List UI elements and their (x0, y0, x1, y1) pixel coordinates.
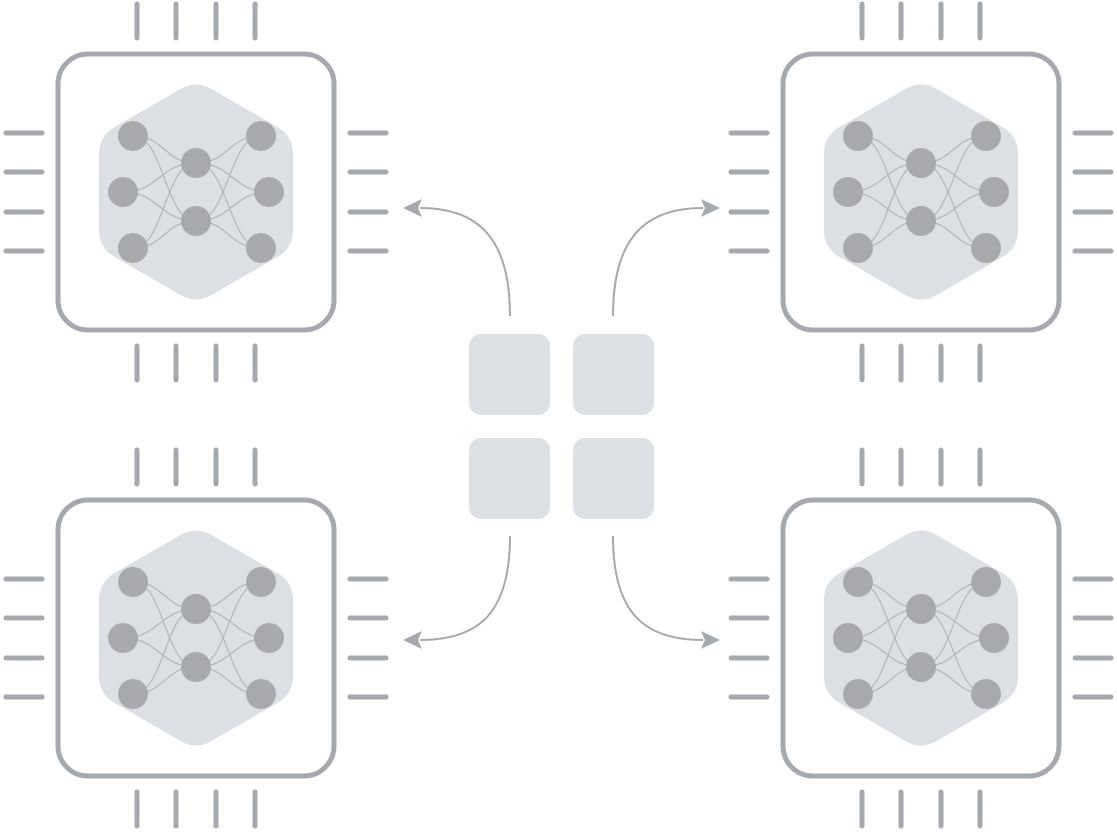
network-node (906, 206, 936, 236)
center-tile (469, 334, 550, 415)
network-node (118, 233, 148, 263)
chip-pins (3, 1, 389, 383)
network-node (246, 679, 276, 709)
network-node (906, 652, 936, 682)
chip-pins (3, 447, 389, 829)
center-tile (469, 438, 550, 519)
network-node (843, 679, 873, 709)
arrows-layer (403, 199, 720, 649)
chip-pins (728, 1, 1114, 383)
arrow-to-bottom-left (403, 535, 511, 649)
network-node (254, 177, 284, 207)
neural-network-icon (108, 121, 284, 263)
arrow-line (419, 207, 511, 317)
network-node (843, 121, 873, 151)
network-node (108, 177, 138, 207)
network-node (118, 121, 148, 151)
network-node (833, 177, 863, 207)
arrowhead-icon (701, 631, 720, 649)
network-node (971, 567, 1001, 597)
network-node (254, 623, 284, 653)
network-node (181, 652, 211, 682)
center-tile (573, 334, 654, 415)
network-node (833, 623, 863, 653)
network-node (906, 594, 936, 624)
network-node (181, 206, 211, 236)
neural-network-icon (833, 121, 1009, 263)
chips-layer (3, 1, 1114, 829)
chip-top-left (3, 1, 389, 383)
network-node (979, 623, 1009, 653)
network-node (246, 567, 276, 597)
neural-network-icon (833, 567, 1009, 709)
arrowhead-icon (403, 199, 422, 217)
network-node (118, 567, 148, 597)
chip-pins (728, 447, 1114, 829)
network-node (118, 679, 148, 709)
arrowhead-icon (701, 199, 720, 217)
arrow-line (612, 535, 704, 641)
arrow-line (612, 207, 704, 317)
chip-top-right (728, 1, 1114, 383)
arrow-line (419, 535, 511, 641)
arrow-to-bottom-right (612, 535, 720, 649)
network-node (246, 121, 276, 151)
arrow-to-top-left (403, 199, 511, 317)
chip-bottom-right (728, 447, 1114, 829)
network-node (108, 623, 138, 653)
neural-network-icon (108, 567, 284, 709)
network-node (843, 567, 873, 597)
network-node (843, 233, 873, 263)
chip-bottom-left (3, 447, 389, 829)
network-node (181, 594, 211, 624)
center-tiles (469, 334, 654, 519)
arrow-to-top-right (612, 199, 720, 317)
network-node (971, 233, 1001, 263)
network-node (971, 679, 1001, 709)
network-node (971, 121, 1001, 151)
arrowhead-icon (403, 631, 422, 649)
network-node (246, 233, 276, 263)
center-tile (573, 438, 654, 519)
network-node (181, 148, 211, 178)
network-node (906, 148, 936, 178)
network-node (979, 177, 1009, 207)
